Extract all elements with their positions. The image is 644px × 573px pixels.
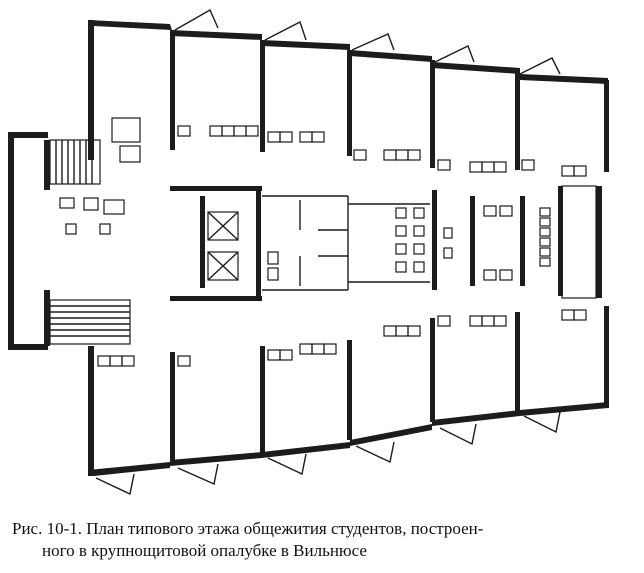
- lower-wing: [88, 306, 609, 496]
- upper-wing: [88, 9, 609, 177]
- elevator-shafts: [207, 211, 239, 281]
- central-core: [170, 185, 602, 301]
- caption-line-2: ного в крупнощитовой опалубке в Вильнюсе: [42, 541, 367, 560]
- floor-plan-drawing: [8, 9, 609, 496]
- left-stair-block: [8, 117, 141, 350]
- figure-caption: Рис. 10-1. План типового этажа общежития…: [12, 518, 632, 562]
- caption-line-1: Рис. 10-1. План типового этажа общежития…: [12, 519, 484, 538]
